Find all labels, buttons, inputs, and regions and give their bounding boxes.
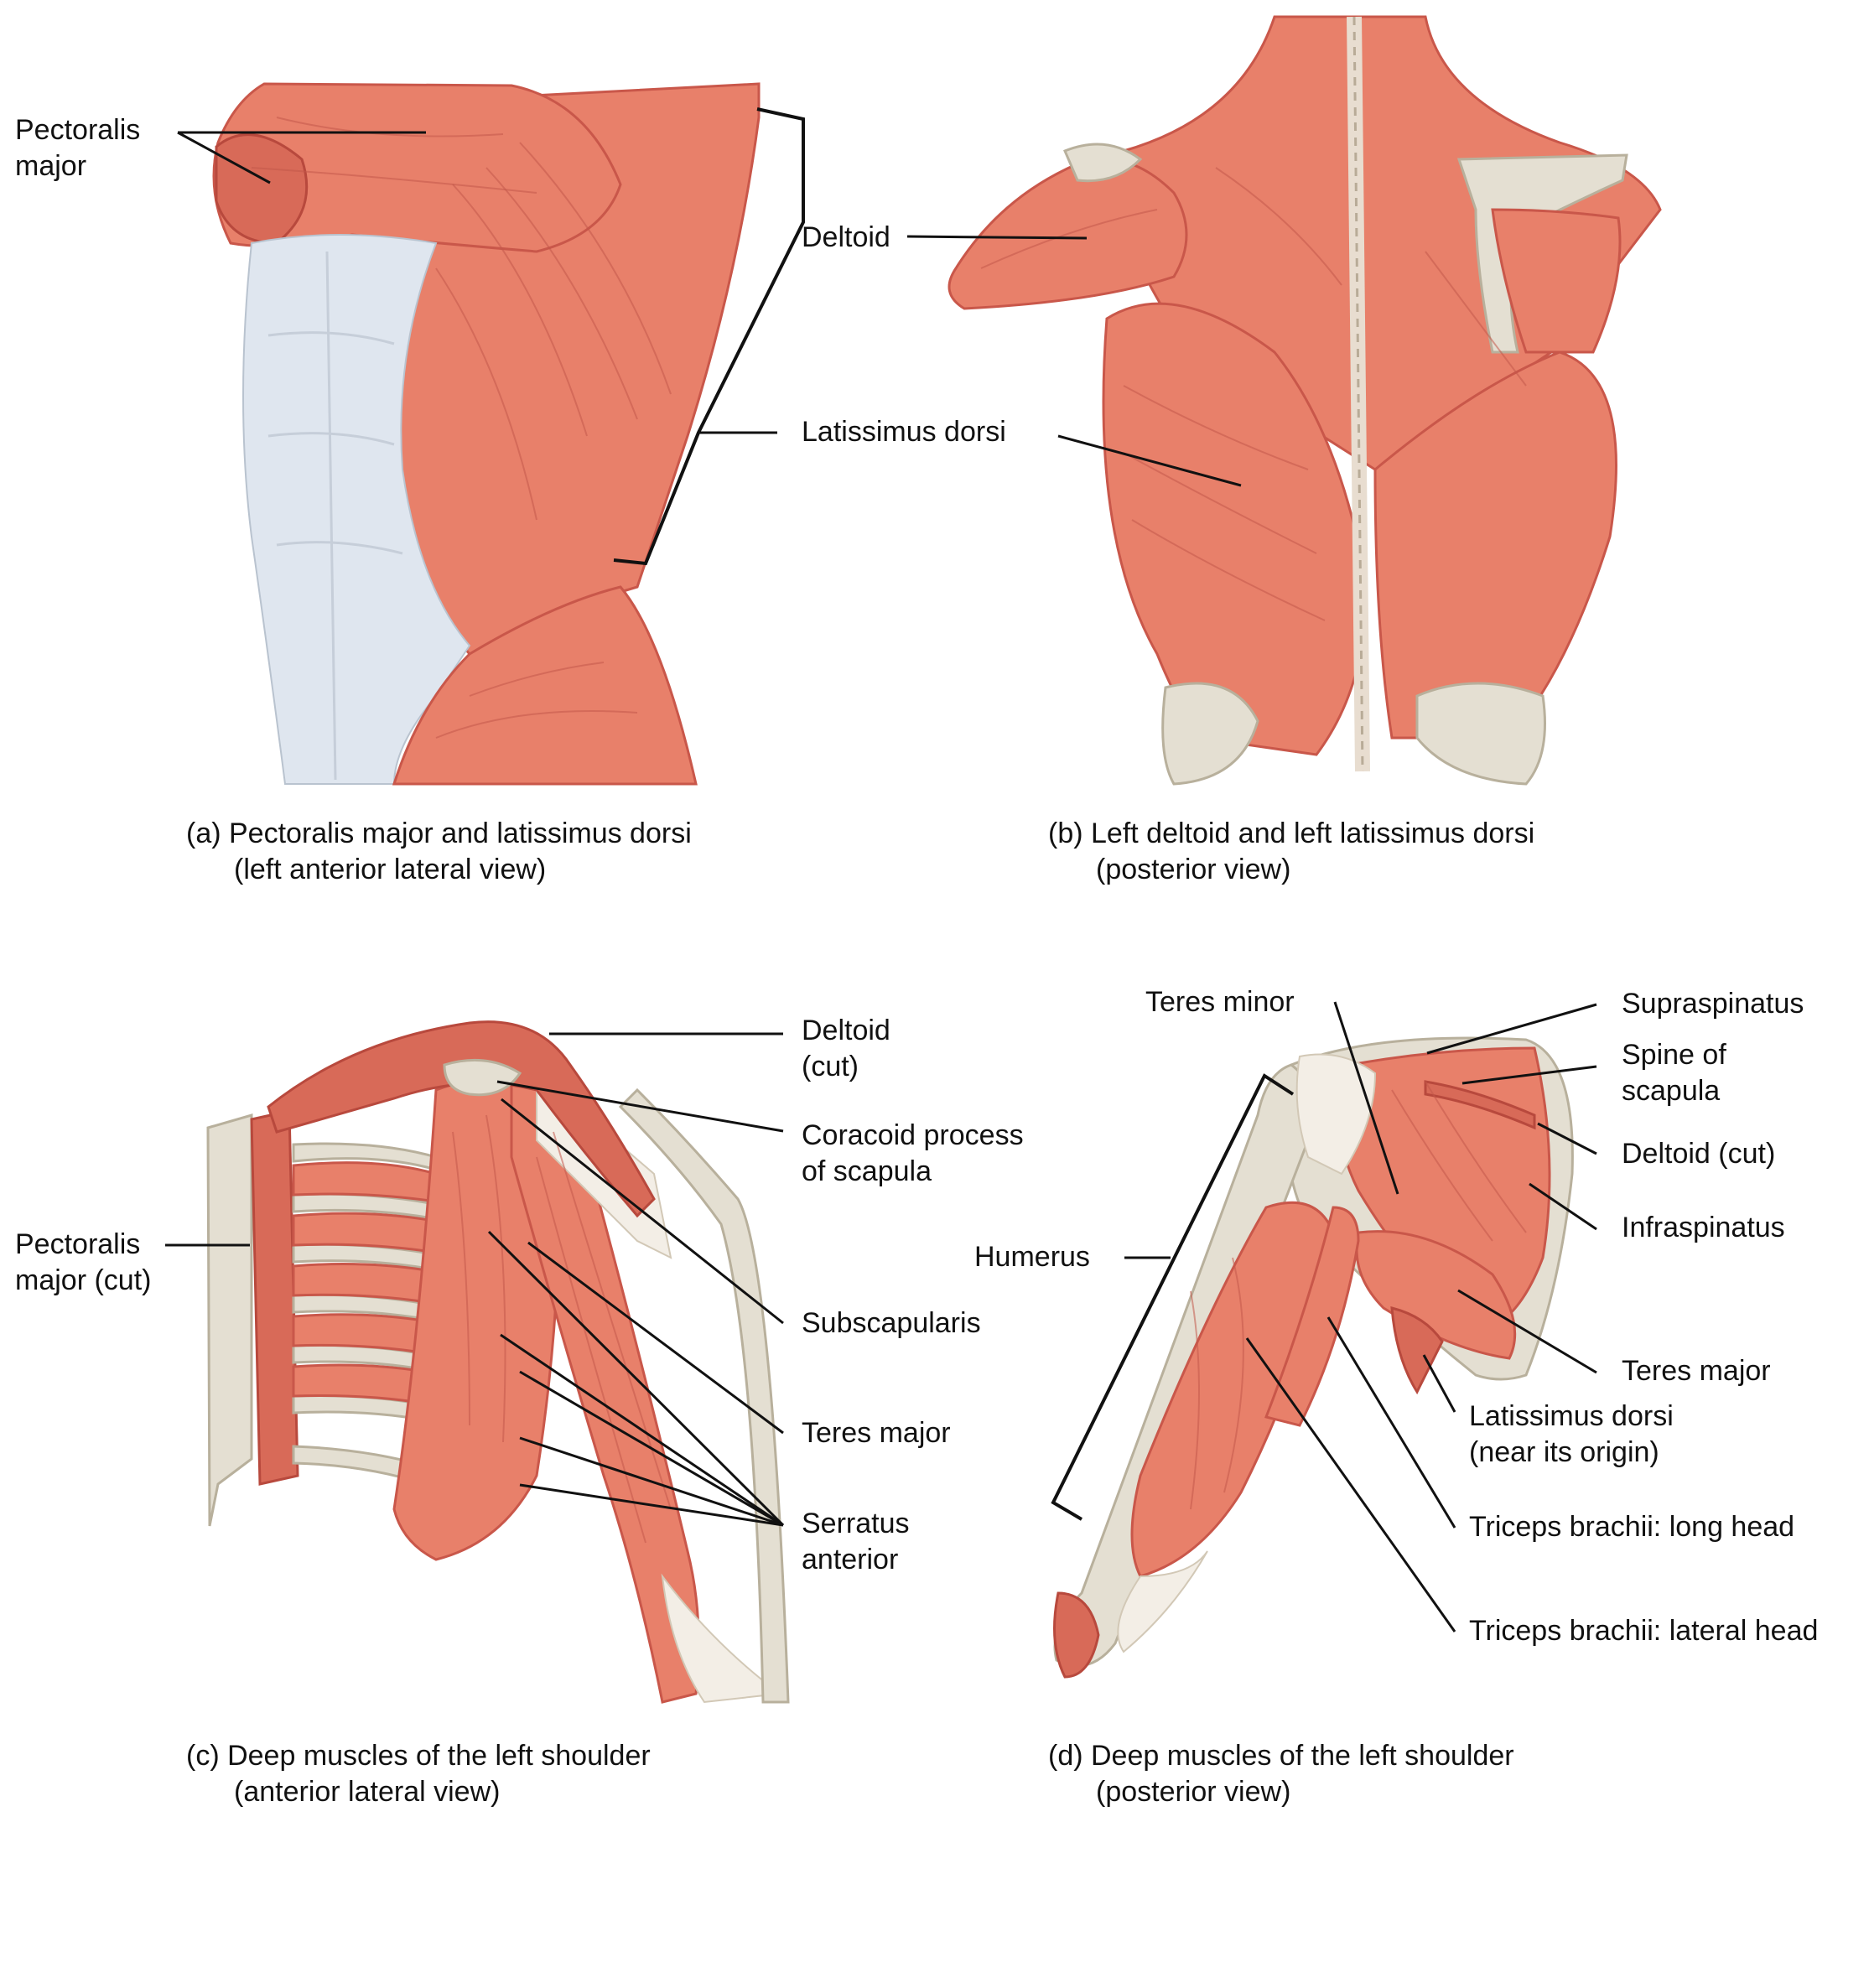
caption-line-2: (left anterior lateral view) bbox=[234, 854, 547, 885]
panel-a-leaders bbox=[177, 107, 805, 566]
label-line: Pectoralis bbox=[15, 1228, 141, 1260]
label-coracoid-process-c: Coracoid process of scapula bbox=[802, 1118, 1024, 1190]
label-line: Pectoralis bbox=[15, 114, 141, 146]
label-line: (near its origin) bbox=[1469, 1436, 1659, 1468]
panel-b-illustration bbox=[947, 15, 1662, 786]
label-line: Spine of bbox=[1622, 1039, 1726, 1071]
caption-line-1: (c) Deep muscles of the left shoulder bbox=[186, 1740, 651, 1772]
caption-line-1: (d) Deep muscles of the left shoulder bbox=[1048, 1740, 1514, 1772]
label-spine-of-scapula-d: Spine of scapula bbox=[1622, 1037, 1726, 1109]
label-teres-minor-d: Teres minor bbox=[1145, 986, 1295, 1018]
spine-of-scapula-d bbox=[1424, 1080, 1536, 1130]
caption-line-1: (a) Pectoralis major and latissimus dors… bbox=[186, 818, 692, 849]
pelvis-left-b bbox=[1161, 682, 1259, 786]
caption-line-2: (posterior view) bbox=[1096, 854, 1291, 885]
label-line: Latissimus dorsi bbox=[1469, 1400, 1674, 1432]
label-pectoralis-major-a: Pectoralis major bbox=[15, 112, 140, 184]
infraspinatus-d bbox=[1337, 1046, 1551, 1335]
label-subscapularis-c: Subscapularis bbox=[802, 1307, 981, 1339]
panel-b-leaders bbox=[906, 235, 1242, 487]
pectoralis-major-cut-c bbox=[250, 1109, 299, 1486]
caption-line-2: (posterior view) bbox=[1096, 1776, 1291, 1808]
latissimus-dorsi-d bbox=[1390, 1306, 1444, 1395]
label-teres-major-d: Teres major bbox=[1622, 1355, 1771, 1387]
panel-d-illustration bbox=[1053, 1036, 1574, 1679]
coracoid-process-c bbox=[443, 1058, 522, 1097]
panel-d-leaders bbox=[1051, 1001, 1597, 1632]
label-line: major (cut) bbox=[15, 1264, 152, 1296]
triceps-long-d bbox=[1264, 1206, 1360, 1427]
label-triceps-long-head-d: Triceps brachii: long head bbox=[1469, 1511, 1795, 1543]
panel-c-leaders bbox=[165, 1032, 785, 1527]
label-infraspinatus-d: Infraspinatus bbox=[1622, 1212, 1785, 1243]
caption-b: (b) Left deltoid and left latissimus dor… bbox=[1048, 816, 1534, 888]
label-line: Coracoid process bbox=[802, 1119, 1024, 1151]
sternum-c-bone bbox=[206, 1113, 253, 1527]
external-oblique-a bbox=[392, 585, 698, 786]
label-serratus-anterior-c: Serratus anterior bbox=[802, 1506, 910, 1578]
caption-c: (c) Deep muscles of the left shoulder (a… bbox=[186, 1738, 651, 1810]
label-line: (cut) bbox=[802, 1051, 859, 1082]
caption-d: (d) Deep muscles of the left shoulder (p… bbox=[1048, 1738, 1514, 1810]
label-humerus-d: Humerus bbox=[974, 1241, 1090, 1273]
label-triceps-lateral-head-d: Triceps brachii: lateral head bbox=[1469, 1615, 1819, 1647]
pelvis-right-b bbox=[1415, 682, 1546, 786]
label-pectoralis-major-cut-c: Pectoralis major (cut) bbox=[15, 1227, 151, 1299]
teres-major-d bbox=[1355, 1230, 1517, 1360]
back-muscles-right-b bbox=[1373, 350, 1617, 740]
label-deltoid-b: Deltoid bbox=[802, 221, 890, 253]
label-teres-major-c: Teres major bbox=[802, 1417, 951, 1449]
label-deltoid-cut-c: Deltoid (cut) bbox=[802, 1013, 890, 1085]
caption-line-1: (b) Left deltoid and left latissimus dor… bbox=[1048, 818, 1535, 849]
label-line: Deltoid bbox=[802, 1015, 890, 1046]
caption-a: (a) Pectoralis major and latissimus dors… bbox=[186, 816, 692, 888]
label-supraspinatus-d: Supraspinatus bbox=[1622, 988, 1804, 1020]
label-deltoid-cut-d: Deltoid (cut) bbox=[1622, 1138, 1776, 1170]
label-line: anterior bbox=[802, 1544, 899, 1575]
label-line: major bbox=[15, 150, 87, 182]
label-line: Serratus bbox=[802, 1508, 910, 1539]
caption-line-2: (anterior lateral view) bbox=[234, 1776, 501, 1808]
panel-c-illustration bbox=[206, 1020, 790, 1704]
label-line: of scapula bbox=[802, 1155, 932, 1187]
label-latissimus-dorsi-d: Latissimus dorsi (near its origin) bbox=[1469, 1399, 1674, 1471]
label-line: scapula bbox=[1622, 1075, 1721, 1107]
label-latissimus-dorsi-a: Latissimus dorsi bbox=[802, 416, 1006, 448]
deltoid-cut-c bbox=[267, 1020, 656, 1218]
panel-a-illustration bbox=[212, 82, 761, 786]
